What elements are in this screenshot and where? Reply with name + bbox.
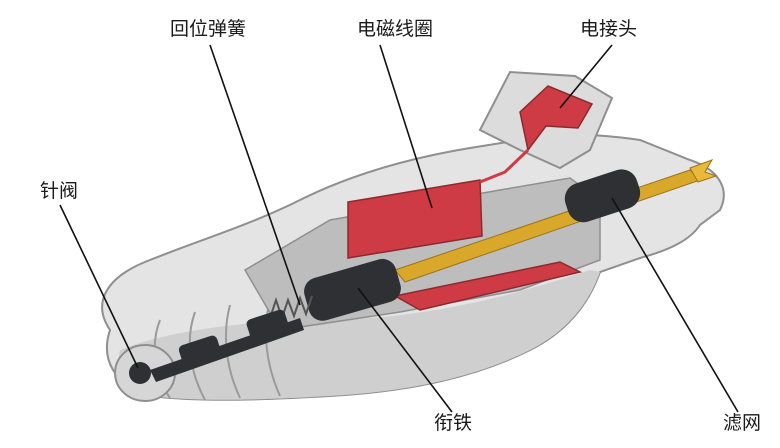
leader-needle-valve — [59, 204, 139, 369]
label-connector: 电接头 — [580, 18, 638, 40]
solenoid-coil-upper — [347, 179, 483, 259]
leader-return-spring — [209, 44, 301, 306]
label-armature: 衔铁 — [434, 412, 473, 434]
needle-collar-2 — [246, 309, 290, 343]
injector-body-shadow — [118, 270, 600, 400]
leader-filter — [611, 197, 739, 413]
label-solenoid-coil: 电磁线圈 — [357, 18, 434, 40]
label-needle-valve: 针阀 — [40, 180, 79, 202]
filter-element — [564, 169, 641, 223]
solenoid-coil-lower — [392, 261, 583, 311]
nozzle-hole — [129, 362, 151, 384]
leader-armature — [357, 287, 453, 413]
leader-connector — [559, 44, 613, 109]
leader-solenoid-coil — [379, 44, 433, 209]
return-spring — [269, 295, 313, 322]
connector-wire — [479, 148, 530, 184]
leader-lines — [59, 44, 739, 413]
armature-block — [304, 258, 401, 321]
needle-collar-1 — [178, 335, 222, 367]
fuel-inlet-arrow — [689, 159, 718, 183]
label-return-spring: 回位弹簧 — [170, 18, 247, 40]
label-filter: 滤网 — [723, 412, 762, 434]
